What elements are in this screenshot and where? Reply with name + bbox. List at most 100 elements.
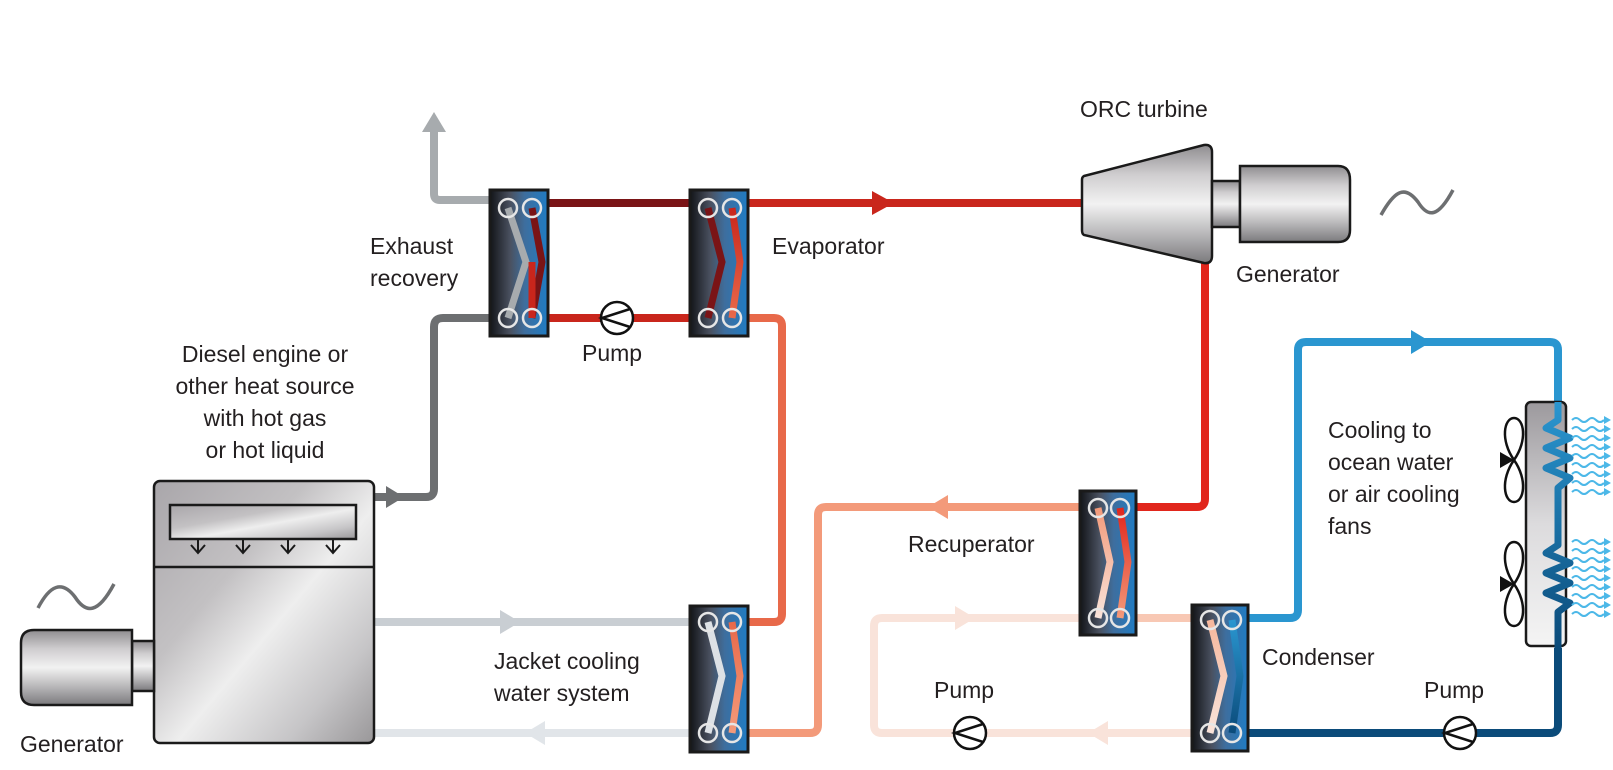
heat-wave-arrow (1604, 583, 1611, 591)
heat-wave-icon (1571, 462, 1605, 468)
heat-wave-arrow (1604, 416, 1611, 424)
port-ring (697, 197, 719, 219)
cooling-water-out-pipe (1248, 338, 1562, 622)
exhaust-inlet-arrow (386, 486, 404, 508)
heat-wave-arrow (1604, 610, 1611, 618)
heat-wave-arrow (1604, 425, 1611, 433)
heat-wave-icon (1571, 602, 1605, 608)
generator-left-label: Generator (20, 731, 124, 757)
heat-wave-arrow (1604, 452, 1611, 460)
pump-icon (1440, 715, 1478, 751)
exhaust-up-arrow (422, 112, 446, 132)
port-ring (1087, 607, 1109, 629)
heat-source-label: Diesel engine or other heat source with … (175, 341, 355, 463)
generator-left (19, 628, 156, 707)
port-ring (521, 197, 543, 219)
orc-turbine-label: ORC turbine (1080, 96, 1208, 122)
heat-wave-icon (1571, 548, 1605, 554)
turbine-to-recuperator-pipe (1136, 262, 1209, 511)
pump-icon (950, 715, 988, 751)
port-ring (721, 197, 743, 219)
heat-wave-icon (1571, 471, 1605, 477)
generator-top (1238, 164, 1352, 244)
fan-icon (1500, 540, 1525, 628)
heat-wave-icon (1571, 453, 1605, 459)
heat-wave-arrow (1604, 574, 1611, 582)
exhaust-recovery-label: Exhaust recovery (370, 233, 459, 291)
heat-wave-icon (1571, 575, 1605, 581)
pump-bottom-right-label: Pump (1424, 677, 1485, 703)
pump-bottom-mid-label: Pump (934, 677, 995, 703)
jacket-to-evaporator-pipe (748, 314, 786, 626)
recuperator-label: Recuperator (908, 531, 1035, 557)
heat-wave-icon (1571, 444, 1605, 450)
jacket-supply-arrow (500, 610, 520, 634)
port-ring (1199, 609, 1221, 631)
heat-wave-arrow (1604, 434, 1611, 442)
turbine-flow-arrow (872, 191, 894, 215)
port-ring (697, 722, 719, 744)
injector-icon (280, 539, 296, 555)
fan-icon (1500, 416, 1525, 504)
heat-wave-icon (1571, 426, 1605, 432)
recuperator-flow-arrow (928, 495, 948, 519)
heat-wave-arrow (1604, 461, 1611, 469)
cooler-unit (1524, 400, 1574, 648)
port-ring (1087, 497, 1109, 519)
orc-turbine (1080, 143, 1242, 265)
cooling-label: Cooling to ocean water or air cooling fa… (1328, 417, 1460, 539)
injector-icon (190, 539, 206, 555)
port-ring (1221, 609, 1243, 631)
ac-wave-icon (36, 583, 116, 611)
heat-wave-arrow (1604, 470, 1611, 478)
port-ring (497, 307, 519, 329)
heat-wave-icon (1571, 584, 1605, 590)
port-ring (1109, 497, 1131, 519)
heat-wave-arrow (1604, 488, 1611, 496)
heat-wave-icon (1571, 611, 1605, 617)
diesel-engine (152, 479, 376, 745)
pump-top-label: Pump (582, 340, 643, 366)
exhaust-outlet-pipe (430, 132, 490, 204)
port-ring (721, 307, 743, 329)
heat-wave-icon (1571, 566, 1605, 572)
port-ring (721, 611, 743, 633)
heat-wave-arrow (1604, 443, 1611, 451)
injector-icon (235, 539, 251, 555)
heat-wave-arrow (1604, 479, 1611, 487)
heat-wave-icon (1571, 417, 1605, 423)
condensate-return-arrow (1088, 721, 1108, 745)
heat-wave-arrow (1604, 538, 1611, 546)
port-ring (521, 307, 543, 329)
cooling-flow-arrow (1411, 330, 1431, 354)
heat-wave-arrow (1604, 556, 1611, 564)
jacket-return-arrow (525, 721, 545, 745)
heat-wave-arrow (1604, 601, 1611, 609)
generator-top-label: Generator (1236, 261, 1340, 287)
condenser-label: Condenser (1262, 644, 1375, 670)
port-ring (497, 197, 519, 219)
port-ring (1109, 607, 1131, 629)
heat-wave-icon (1571, 593, 1605, 599)
ac-wave-icon (1379, 189, 1455, 216)
heat-wave-arrow (1604, 547, 1611, 555)
injector-icon (325, 539, 341, 555)
heat-wave-icon (1571, 489, 1605, 495)
heat-wave-icon (1571, 539, 1605, 545)
port-ring (1221, 722, 1243, 744)
jacket-cooling-label: Jacket cooling water system (494, 648, 640, 706)
heat-wave-icon (1571, 480, 1605, 486)
heat-wave-arrow (1604, 565, 1611, 573)
port-ring (1199, 722, 1221, 744)
port-ring (697, 307, 719, 329)
evaporator-label: Evaporator (772, 233, 885, 259)
heat-wave-icon (1571, 435, 1605, 441)
port-ring (697, 611, 719, 633)
condensate-flow-arrow (955, 606, 975, 630)
port-ring (721, 722, 743, 744)
condensate-pipe (870, 614, 1192, 737)
recuperator-to-jacket-pipe (748, 503, 1080, 737)
heat-wave-arrow (1604, 592, 1611, 600)
cooling-water-return-pipe (1248, 648, 1562, 737)
